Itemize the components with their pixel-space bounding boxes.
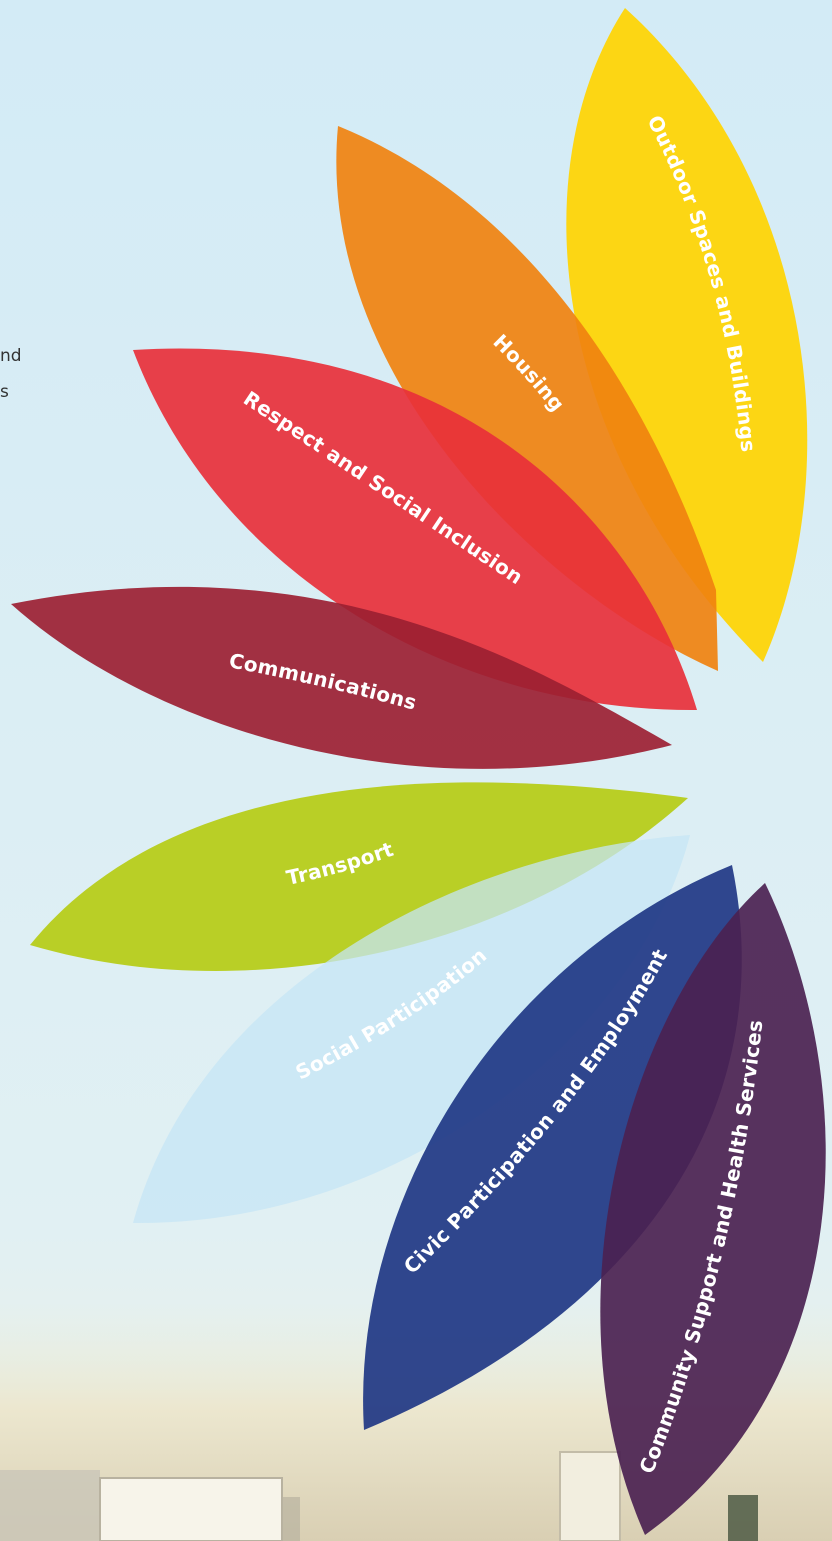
petal-housing: [336, 126, 718, 671]
petal-civic: [363, 865, 742, 1430]
petal-respect: [133, 348, 697, 711]
petal-outdoor: [566, 8, 808, 662]
petal-transport: [30, 782, 688, 971]
intro-text-fragment: nd: [0, 346, 22, 366]
petal-community: [600, 883, 826, 1535]
petal-comms: [11, 586, 672, 769]
petal-social: [133, 835, 690, 1224]
intro-text-fragment: s: [0, 382, 9, 402]
